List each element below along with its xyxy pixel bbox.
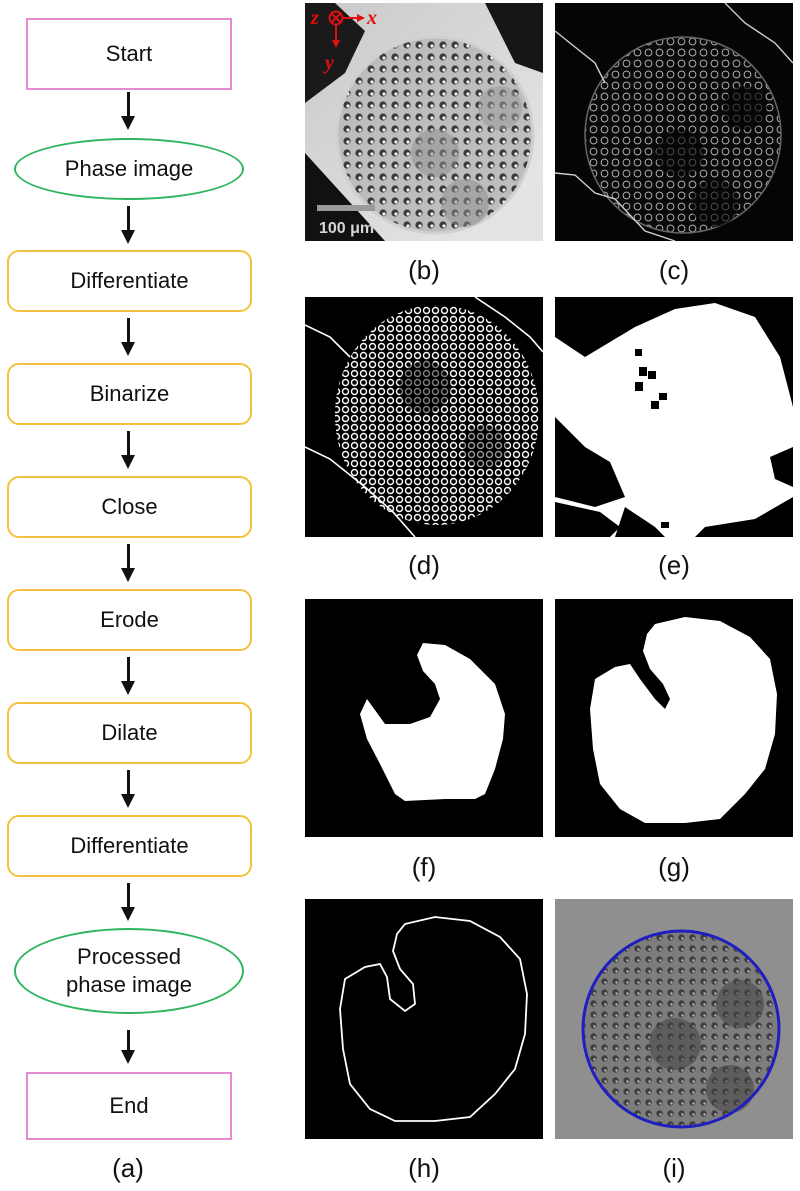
dilated-graphic (555, 599, 793, 837)
phase-image-graphic: 100 μm z x y (305, 3, 543, 241)
fit-circle (581, 929, 781, 1129)
phase-image-label: Phase image (64, 156, 194, 181)
flow-arrow (121, 92, 135, 130)
panel-e-closed (555, 297, 793, 537)
close-node: Close (7, 476, 252, 538)
processed-phase-image-label: Processed phase image (66, 944, 192, 997)
caption-b: (b) (408, 255, 440, 285)
caption-d: (d) (408, 550, 440, 580)
panel-b-phase-image: 100 μm z x y (305, 3, 543, 241)
axis-y-label: y (323, 52, 334, 74)
scale-bar-label: 100 μm (319, 220, 374, 237)
caption-g: (g) (658, 852, 690, 882)
panel-g-dilated (555, 599, 793, 837)
differentiate-label-2: Differentiate (70, 833, 189, 858)
differentiate-label-1: Differentiate (70, 268, 189, 293)
caption-e: (e) (658, 550, 690, 580)
caption-f: (f) (411, 852, 437, 882)
differentiate-node-2: Differentiate (7, 815, 252, 877)
flow-arrow (121, 883, 135, 921)
close-label: Close (101, 494, 158, 519)
panel-f-eroded (305, 599, 543, 837)
end-label: End (109, 1093, 149, 1118)
panel-c-differentiated (555, 3, 793, 241)
flow-arrow (121, 1030, 135, 1064)
binarize-label: Binarize (89, 381, 170, 406)
fit-overlay-graphic (555, 899, 793, 1139)
phase-image-node: Phase image (14, 138, 244, 200)
binarize-node: Binarize (7, 363, 252, 425)
binarized-graphic (305, 297, 543, 537)
panel-h-contour (305, 899, 543, 1139)
flow-arrow (121, 206, 135, 244)
differentiated-graphic (555, 3, 793, 241)
caption-a: (a) (112, 1153, 144, 1183)
caption-i: (i) (662, 1153, 686, 1183)
eroded-graphic (305, 599, 543, 837)
caption-h: (h) (408, 1153, 440, 1183)
panel-i-fit-overlay (555, 899, 793, 1139)
dilate-node: Dilate (7, 702, 252, 764)
axis-z-label: z (310, 7, 319, 29)
flow-arrow (121, 318, 135, 356)
differentiate-node-1: Differentiate (7, 250, 252, 312)
erode-node: Erode (7, 589, 252, 651)
erode-label: Erode (100, 607, 159, 632)
contour-graphic (305, 899, 543, 1139)
flow-arrow (121, 431, 135, 469)
panel-d-binarized (305, 297, 543, 537)
processed-phase-image-node: Processed phase image (14, 928, 244, 1014)
flow-arrow (121, 770, 135, 808)
flow-arrow (121, 544, 135, 582)
flow-arrow (121, 657, 135, 695)
start-node: Start (26, 18, 232, 90)
end-node: End (26, 1072, 232, 1140)
axis-x-label: x (366, 7, 377, 29)
start-label: Start (105, 41, 153, 66)
caption-c: (c) (658, 255, 690, 285)
dilate-label: Dilate (101, 720, 158, 745)
closed-graphic (555, 297, 793, 537)
